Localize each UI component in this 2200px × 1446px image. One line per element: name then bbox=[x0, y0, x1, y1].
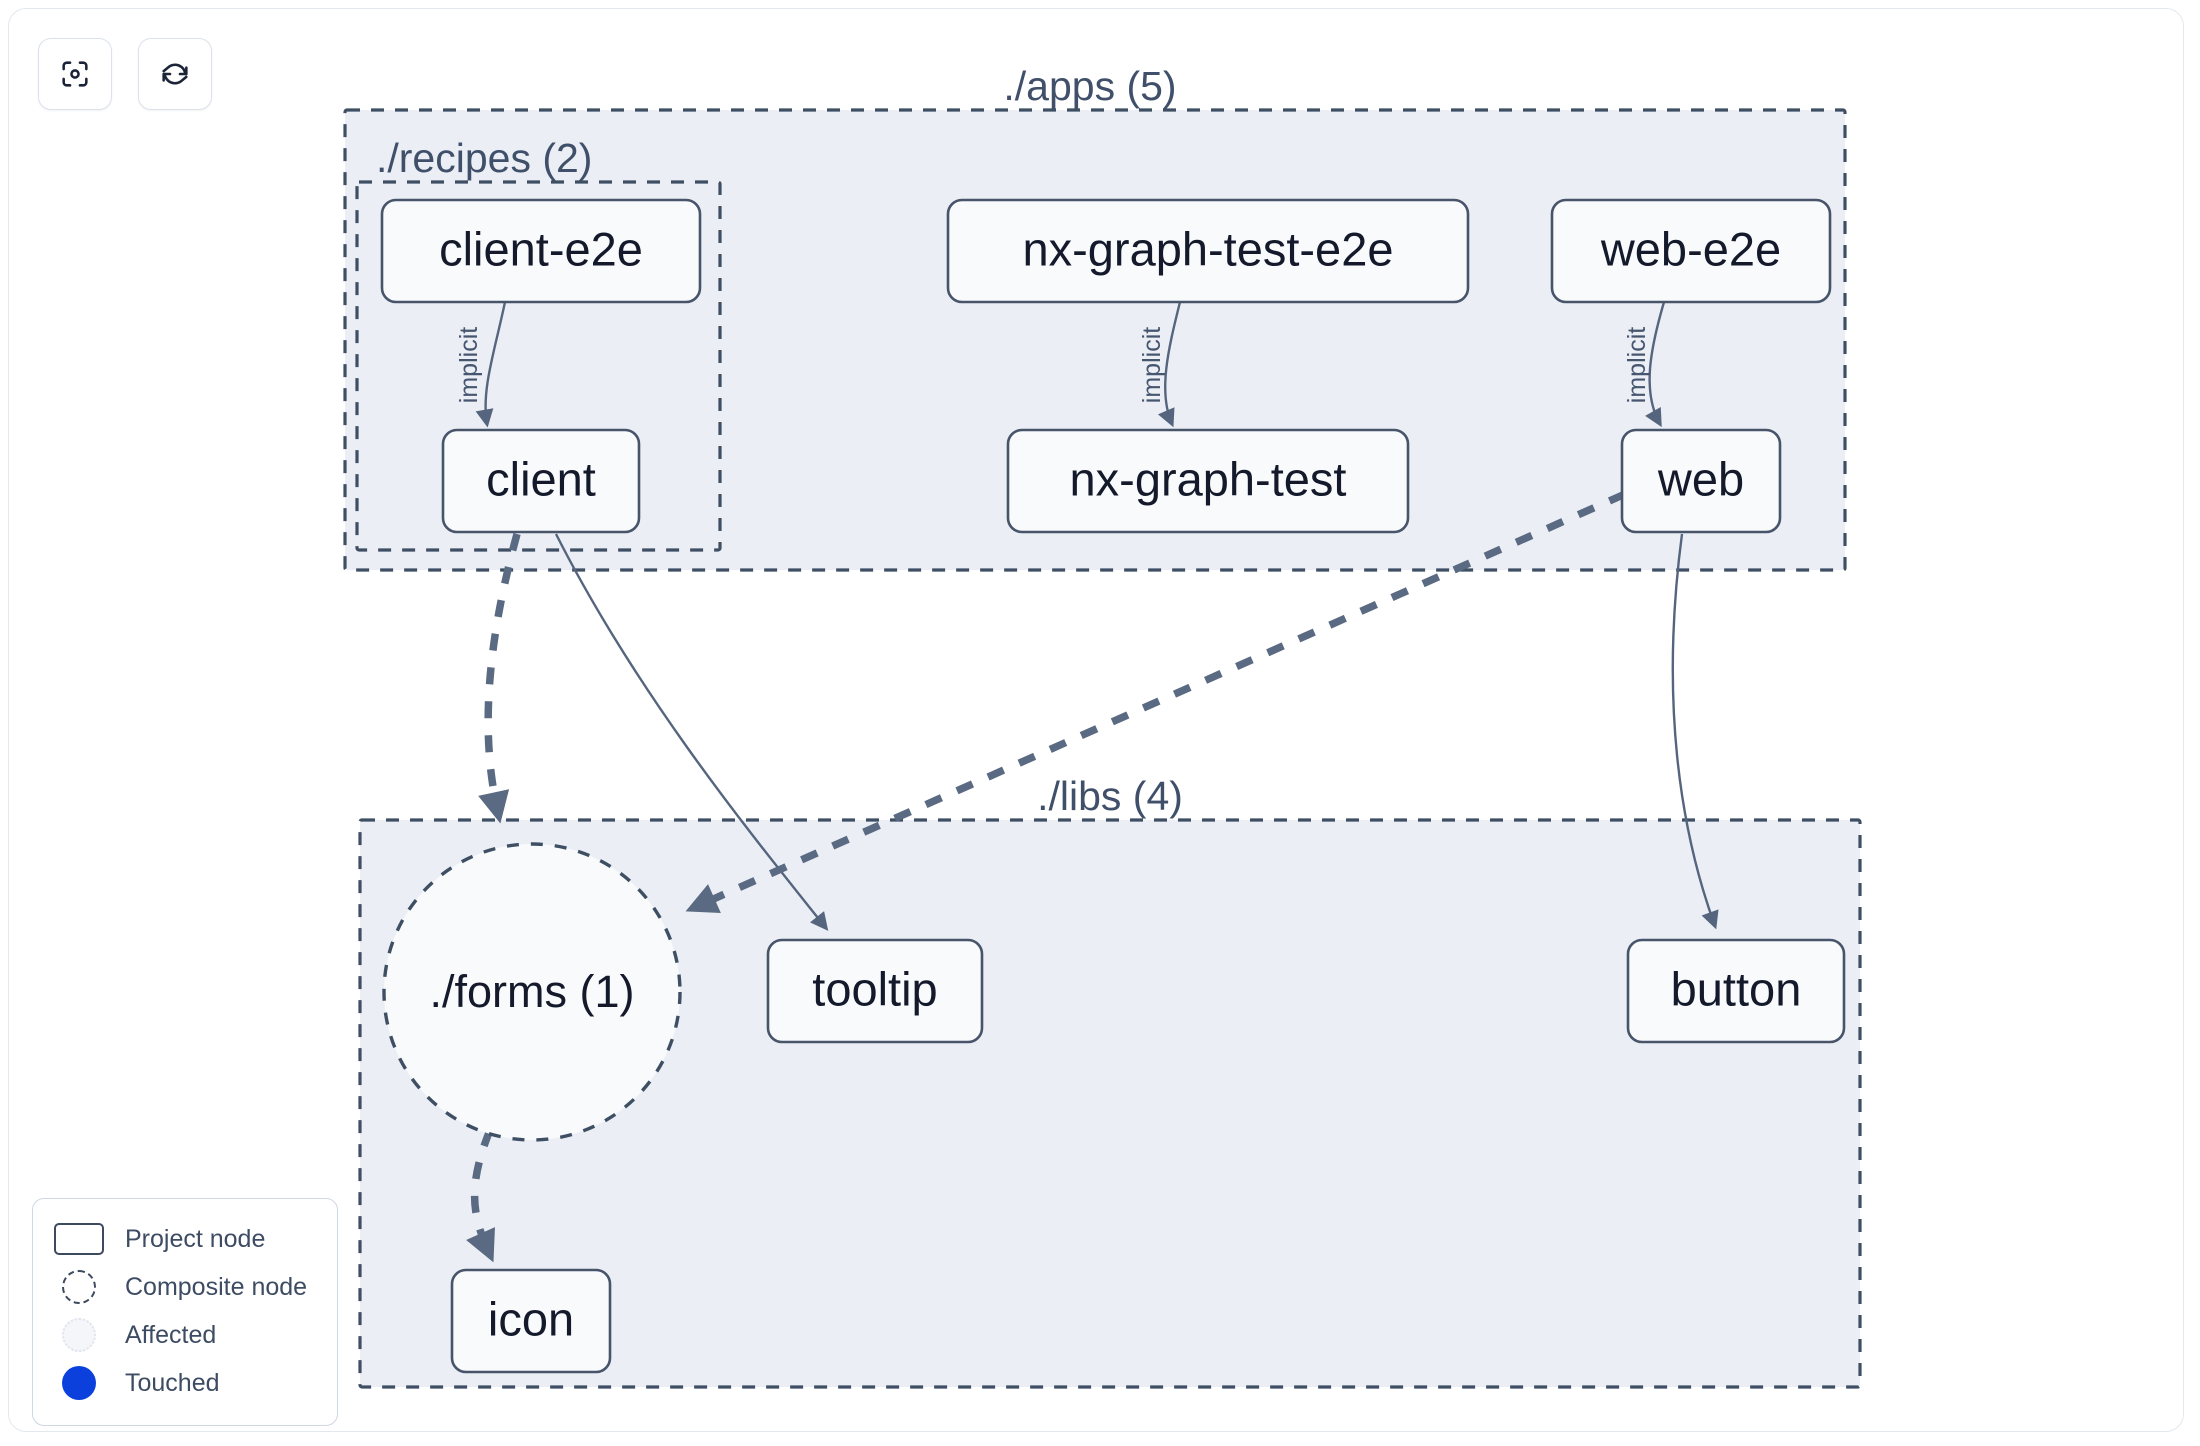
edge-client-e2e-to-client[interactable]: implicit bbox=[455, 301, 507, 428]
legend-item-touched: Touched bbox=[51, 1359, 319, 1407]
refresh-icon bbox=[158, 57, 192, 91]
legend-item-composite-node: Composite node bbox=[51, 1263, 319, 1311]
edge-nx-graph-test-e2e-to-nx-graph-test[interactable]: implicit bbox=[1138, 301, 1182, 428]
node-web-label: web bbox=[1657, 452, 1744, 505]
group-libs-label: ./libs (4) bbox=[1037, 773, 1183, 819]
node-nx-graph-test[interactable]: nx-graph-test bbox=[1006, 428, 1410, 534]
graph-toolbar bbox=[38, 38, 212, 110]
node-nx-graph-test-e2e[interactable]: nx-graph-test-e2e bbox=[946, 198, 1470, 304]
group-libs[interactable]: ./libs (4) bbox=[358, 773, 1862, 1389]
legend-label-affected: Affected bbox=[125, 1320, 217, 1349]
legend-item-project-node: Project node bbox=[51, 1215, 319, 1263]
edge-forms-to-icon[interactable] bbox=[466, 1128, 495, 1263]
node-forms-composite[interactable]: ./forms (1) bbox=[382, 842, 682, 1142]
edge-label-implicit-web: implicit bbox=[1623, 327, 1651, 403]
project-node-swatch bbox=[51, 1223, 107, 1255]
edge-label-implicit-client: implicit bbox=[455, 327, 483, 403]
node-forms-label: ./forms (1) bbox=[429, 966, 634, 1017]
node-client-e2e[interactable]: client-e2e bbox=[380, 198, 702, 304]
node-icon-label: icon bbox=[488, 1292, 574, 1345]
group-apps-label: ./apps (5) bbox=[1003, 63, 1176, 109]
edge-client-to-tooltip[interactable] bbox=[554, 533, 829, 931]
legend-label-composite-node: Composite node bbox=[125, 1272, 308, 1301]
edge-label-implicit-nx-graph-test: implicit bbox=[1138, 327, 1166, 403]
node-tooltip-label: tooltip bbox=[812, 962, 937, 1015]
edge-web-to-button[interactable] bbox=[1671, 533, 1719, 930]
edge-client-to-forms[interactable] bbox=[478, 533, 521, 824]
edge-web-e2e-to-web[interactable]: implicit bbox=[1623, 301, 1666, 428]
group-recipes-label: ./recipes (2) bbox=[376, 135, 592, 181]
node-button[interactable]: button bbox=[1626, 938, 1846, 1044]
node-client-label: client bbox=[486, 452, 596, 505]
node-button-label: button bbox=[1671, 962, 1802, 1015]
affected-swatch bbox=[51, 1318, 107, 1352]
node-nx-graph-test-e2e-label: nx-graph-test-e2e bbox=[1023, 222, 1394, 275]
legend-item-affected: Affected bbox=[51, 1311, 319, 1359]
composite-node-swatch bbox=[51, 1270, 107, 1304]
legend-label-touched: Touched bbox=[125, 1368, 220, 1397]
focus-graph-button[interactable] bbox=[38, 38, 112, 110]
node-nx-graph-test-label: nx-graph-test bbox=[1070, 452, 1347, 505]
node-web-e2e[interactable]: web-e2e bbox=[1550, 198, 1832, 304]
node-web[interactable]: web bbox=[1620, 428, 1782, 534]
focus-target-icon bbox=[58, 57, 92, 91]
touched-swatch bbox=[51, 1366, 107, 1400]
node-client[interactable]: client bbox=[441, 428, 641, 534]
refresh-graph-button[interactable] bbox=[138, 38, 212, 110]
graph-legend: Project node Composite node Affected Tou… bbox=[32, 1198, 338, 1426]
node-web-e2e-label: web-e2e bbox=[1600, 222, 1781, 275]
node-tooltip[interactable]: tooltip bbox=[766, 938, 984, 1044]
legend-label-project-node: Project node bbox=[125, 1224, 266, 1253]
node-icon[interactable]: icon bbox=[450, 1268, 612, 1374]
node-client-e2e-label: client-e2e bbox=[439, 222, 643, 275]
